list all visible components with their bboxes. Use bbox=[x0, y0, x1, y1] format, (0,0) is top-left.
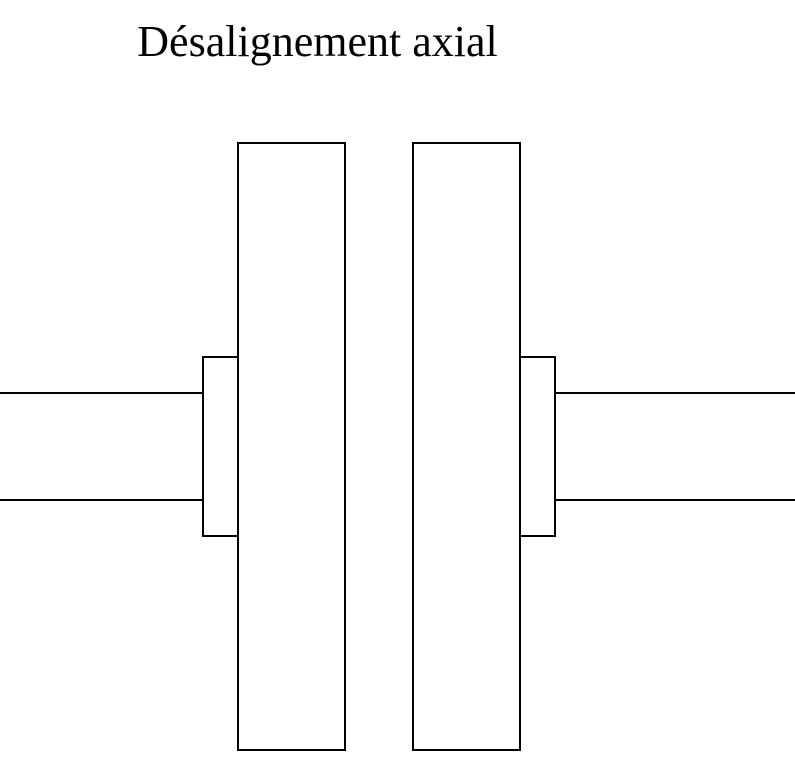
left-shaft bbox=[0, 392, 203, 501]
right-shaft bbox=[555, 392, 795, 501]
right-hub bbox=[519, 356, 556, 537]
diagram-title: Désalignement axial bbox=[137, 17, 498, 66]
right-coupling-flange bbox=[412, 142, 521, 751]
left-hub bbox=[202, 356, 239, 537]
left-coupling-flange bbox=[237, 142, 346, 751]
